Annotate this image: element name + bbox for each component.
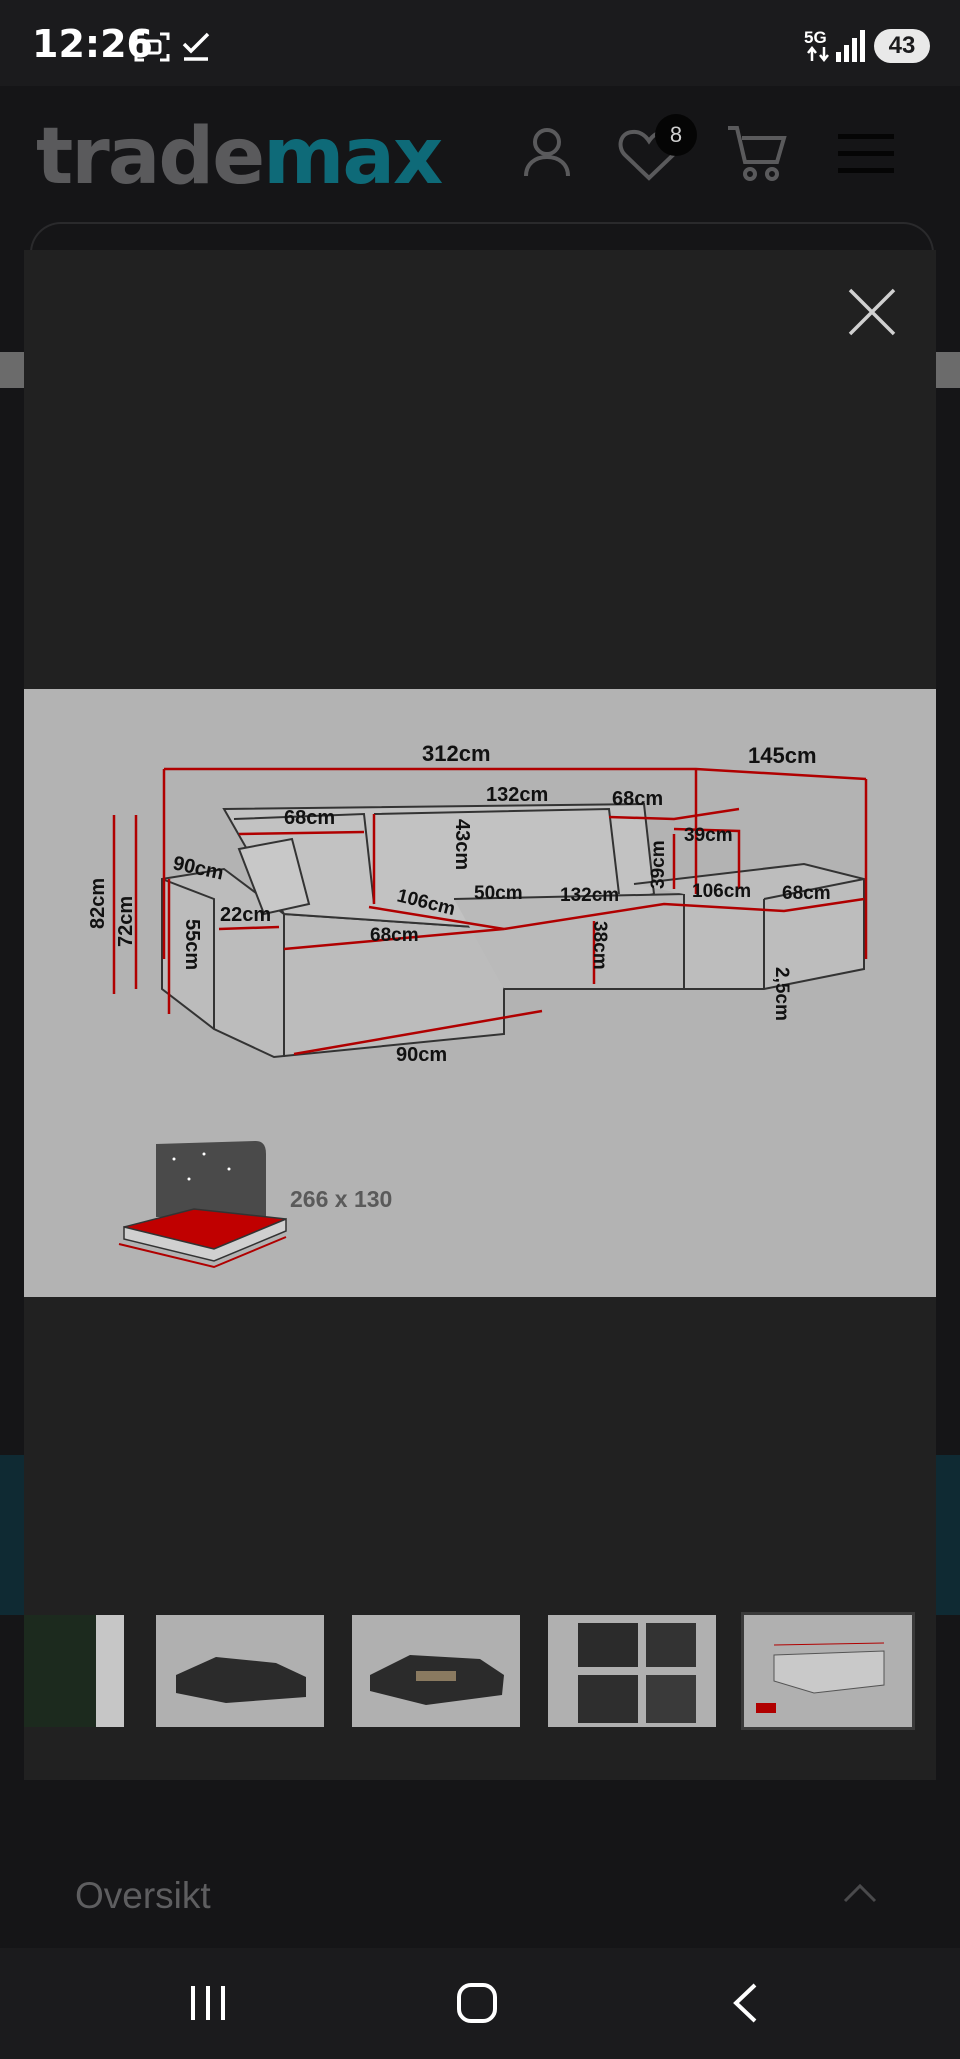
sofa-dimension-drawing: 312cm 145cm 132cm 68cm 68cm 43cm 39cm 39… bbox=[87, 741, 868, 1269]
close-icon[interactable] bbox=[842, 282, 902, 342]
dimension-label: 106cm bbox=[692, 881, 751, 902]
bed-inset-illustration bbox=[118, 1141, 287, 1269]
cart-icon[interactable] bbox=[726, 122, 788, 184]
home-icon[interactable] bbox=[456, 1982, 498, 2024]
thumbnail-dimensions[interactable] bbox=[741, 1612, 915, 1730]
dimension-label: 38cm bbox=[589, 921, 610, 970]
recent-apps-icon[interactable] bbox=[188, 1984, 228, 2022]
network-type: 5G bbox=[804, 28, 827, 47]
data-arrows-icon bbox=[807, 46, 829, 62]
dimension-label: 132cm bbox=[560, 885, 619, 906]
check-icon bbox=[182, 32, 210, 61]
dimension-label: 39cm bbox=[648, 840, 669, 889]
screenshot-icon bbox=[134, 32, 170, 62]
dimension-label: 82cm bbox=[87, 878, 109, 929]
status-time: 12:26 bbox=[32, 22, 153, 66]
back-icon[interactable] bbox=[730, 1982, 760, 2024]
background-band bbox=[936, 1455, 960, 1615]
bed-size-label: 266 x 130 bbox=[290, 1186, 392, 1212]
background-band bbox=[0, 1455, 24, 1615]
dimension-label: 132cm bbox=[486, 784, 548, 806]
thumbnail-sofa-details[interactable] bbox=[548, 1615, 716, 1727]
wishlist-count-badge: 8 bbox=[655, 114, 697, 156]
dimension-label: 2,5cm bbox=[771, 967, 792, 1021]
dimension-label: 43cm bbox=[451, 819, 473, 870]
dimension-label: 50cm bbox=[474, 883, 523, 904]
dimension-label: 55cm bbox=[181, 919, 203, 970]
dimension-label: 68cm bbox=[782, 883, 831, 904]
dimension-label: 72cm bbox=[115, 896, 137, 947]
background-strip bbox=[936, 352, 960, 388]
product-dimension-image[interactable]: 312cm 145cm 132cm 68cm 68cm 43cm 39cm 39… bbox=[24, 689, 936, 1297]
dimension-label: 145cm bbox=[748, 743, 817, 768]
thumbnail-sofa-bed-open[interactable] bbox=[156, 1615, 324, 1727]
dimension-label: 68cm bbox=[612, 788, 663, 810]
dimension-label: 90cm bbox=[396, 1044, 447, 1066]
dimension-label: 68cm bbox=[370, 925, 419, 946]
menu-icon[interactable] bbox=[838, 134, 894, 174]
thumbnail-strip bbox=[24, 1612, 936, 1730]
overview-section-title[interactable]: Oversikt bbox=[75, 1875, 211, 1916]
signal-icon bbox=[836, 30, 865, 62]
trademax-logo[interactable]: trademax bbox=[36, 112, 443, 202]
status-bar: 12:26 5G 43 bbox=[0, 0, 960, 86]
chevron-up-icon[interactable] bbox=[842, 1882, 878, 1904]
dimension-label: 68cm bbox=[284, 807, 335, 829]
dimension-label: 39cm bbox=[684, 825, 733, 846]
dimension-label: 22cm bbox=[220, 904, 271, 926]
battery-level: 43 bbox=[888, 32, 916, 59]
user-icon[interactable] bbox=[522, 126, 572, 178]
thumbnail-partial[interactable] bbox=[24, 1615, 124, 1727]
background-strip bbox=[0, 352, 24, 388]
dimension-label: 312cm bbox=[422, 741, 491, 766]
battery-indicator: 43 bbox=[874, 29, 930, 63]
thumbnail-sofa-storage[interactable] bbox=[352, 1615, 520, 1727]
system-navigation-bar bbox=[0, 1948, 960, 2059]
